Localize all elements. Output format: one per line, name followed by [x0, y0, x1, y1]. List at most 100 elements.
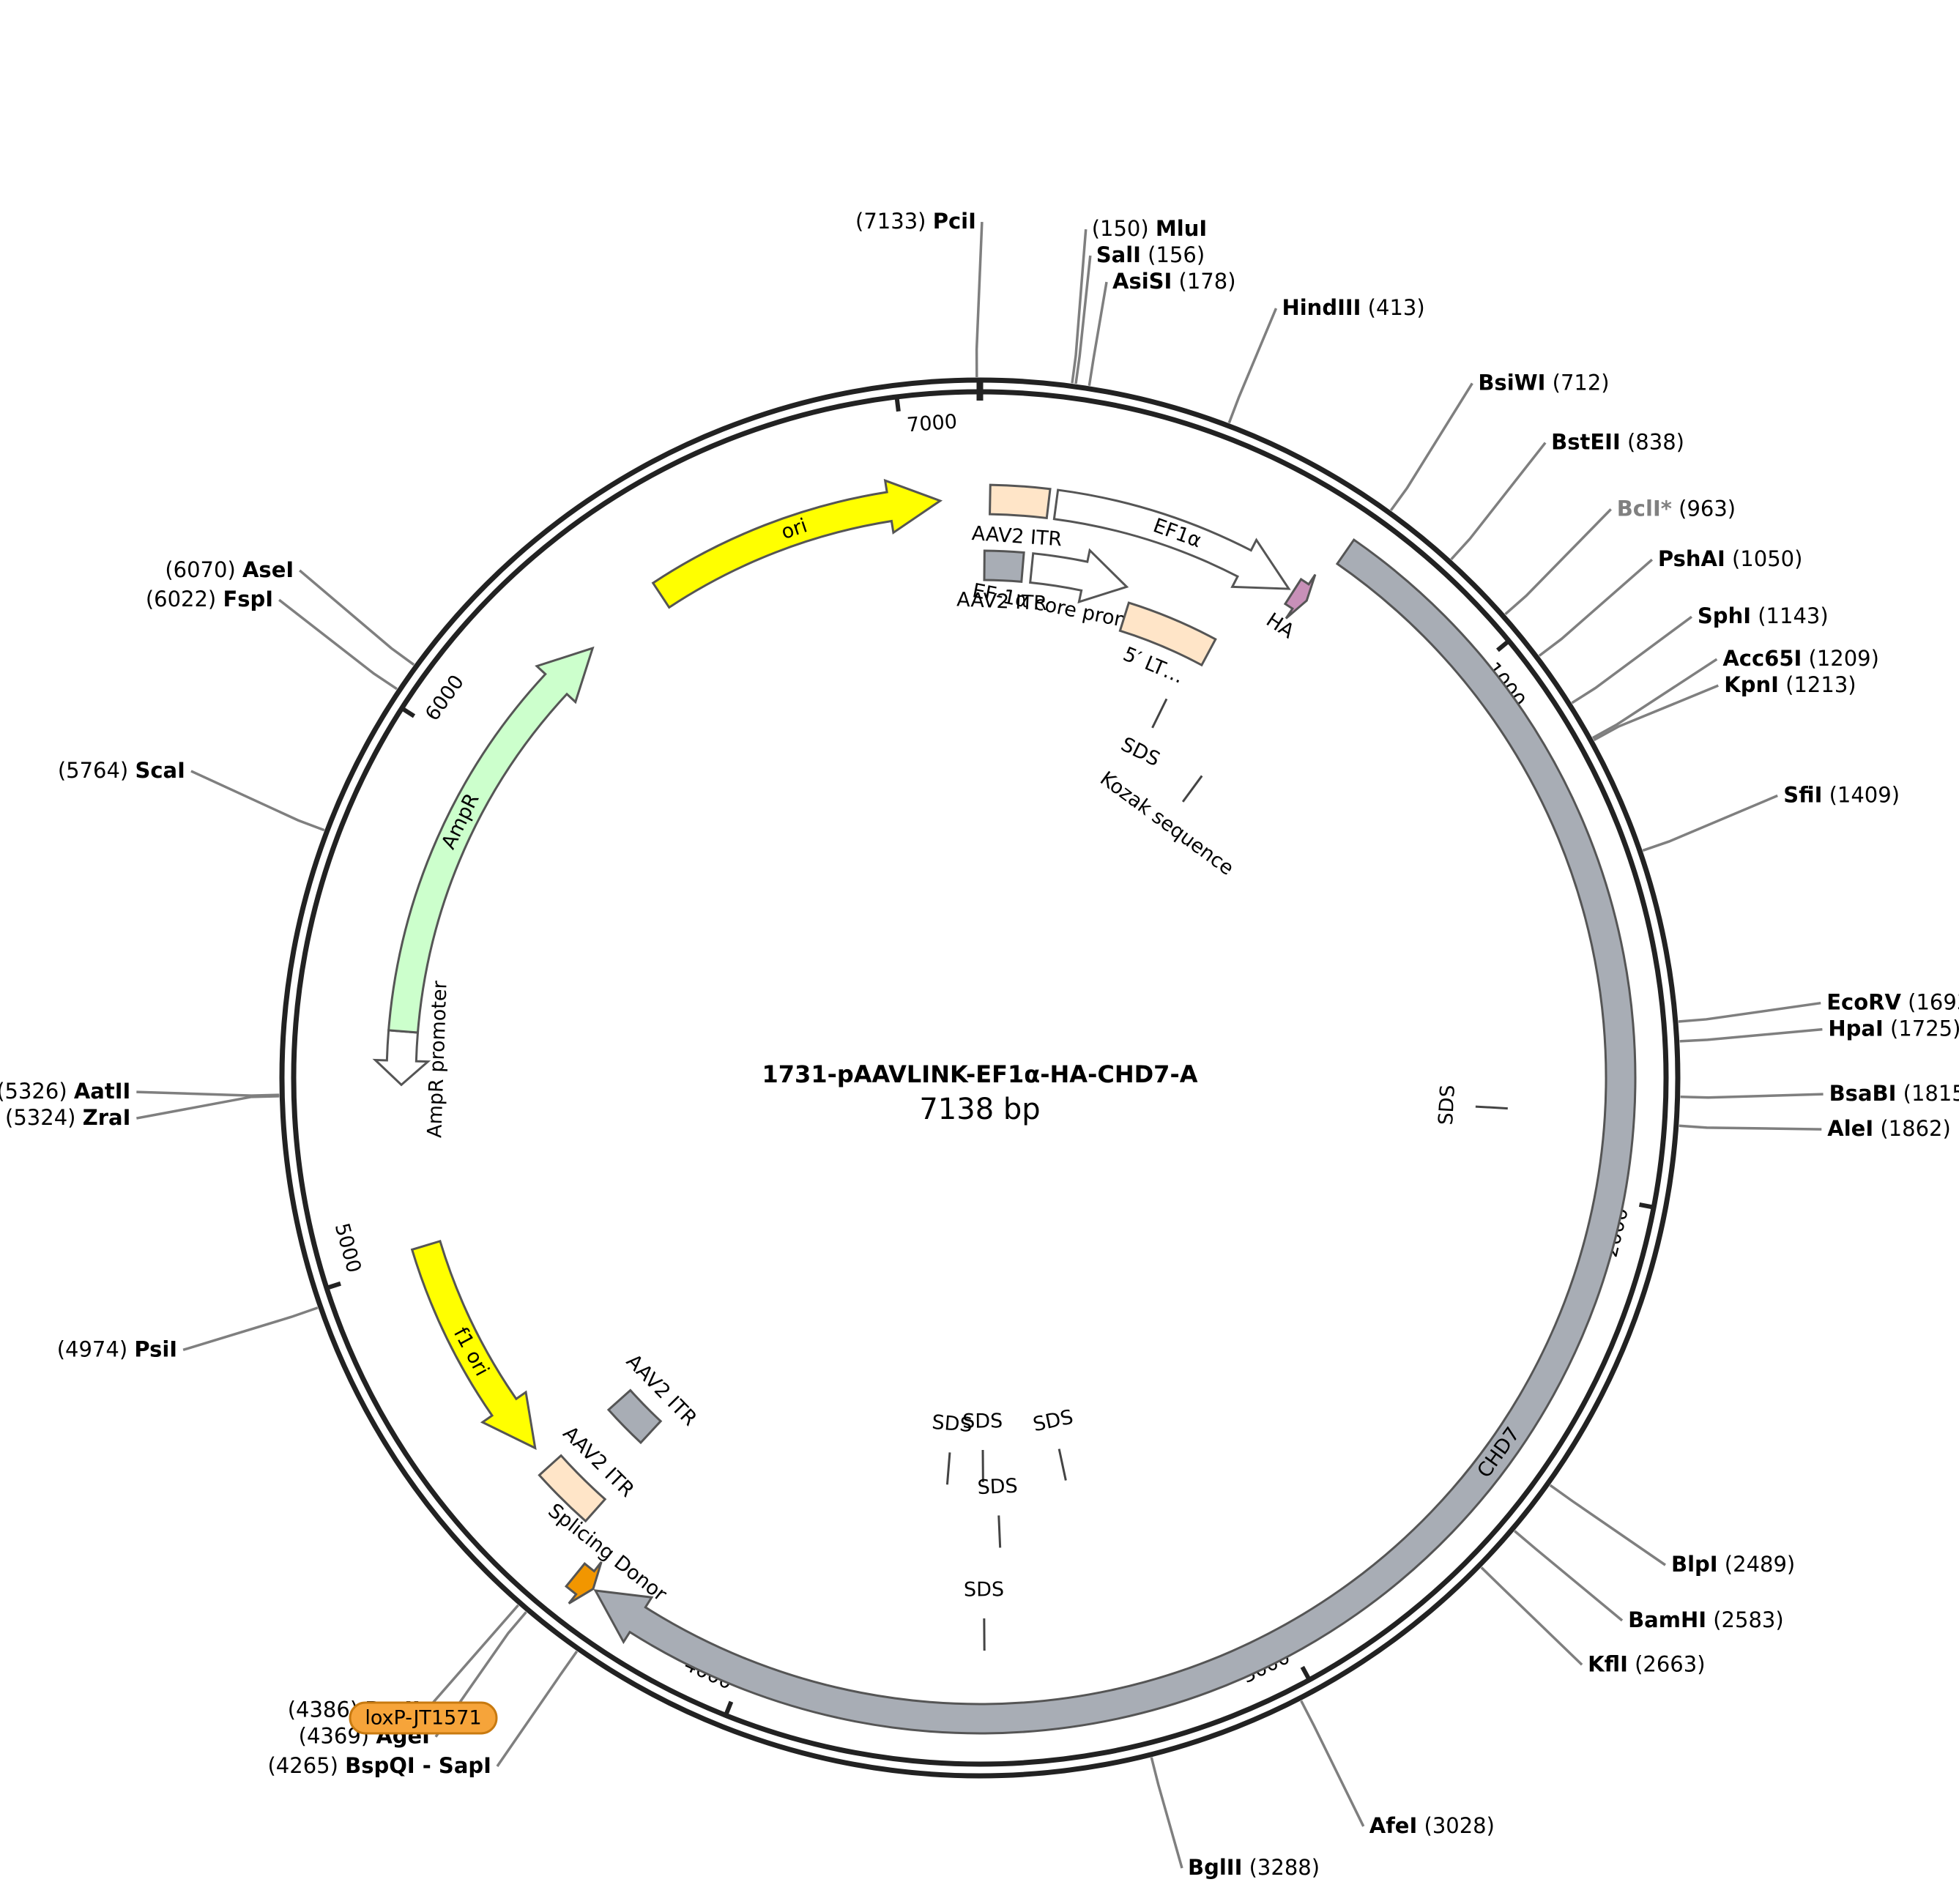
- site-label: Acc65I (1209): [1722, 646, 1879, 671]
- site-position: (1143): [1751, 603, 1829, 628]
- tick-mark: [894, 396, 901, 412]
- site-position: (178): [1172, 269, 1235, 294]
- site-name: BstEII: [1551, 430, 1621, 455]
- site-leader: [1074, 255, 1092, 384]
- tick-mark: [401, 706, 416, 718]
- feature-aav2-itr: AAV2 ITR: [971, 483, 1063, 551]
- site-position: (5324): [5, 1105, 83, 1130]
- site-label: HpaI (1725): [1828, 1016, 1959, 1041]
- site-zrai: (5324) ZraI: [5, 1095, 280, 1130]
- site-leader: [1593, 684, 1719, 742]
- site-name: ZraI: [83, 1105, 131, 1130]
- site-position: (4265): [267, 1753, 345, 1778]
- feature-arc: [372, 1029, 431, 1087]
- site-leader: [425, 1604, 519, 1711]
- site-asei: (6070) AseI: [165, 557, 415, 666]
- site-leader: [278, 598, 398, 691]
- tick-label: 7000: [906, 410, 958, 436]
- site-name: ScaI: [135, 758, 185, 783]
- feature-f1-ori: f1 ori: [410, 1239, 537, 1450]
- site-name: PsiI: [134, 1336, 177, 1361]
- site-leader: [1549, 1484, 1667, 1566]
- site-aatii: (5326) AatII: [0, 1079, 280, 1104]
- site-label: PshAI (1050): [1658, 546, 1803, 571]
- site-label: KflI (2663): [1588, 1651, 1705, 1676]
- site-label: (5324) ZraI: [5, 1105, 130, 1130]
- site-leader: [1571, 615, 1692, 704]
- mark-line: [1057, 1449, 1067, 1481]
- site-position: (1409): [1822, 783, 1900, 808]
- site-leader: [1642, 794, 1778, 852]
- site-position: (1050): [1725, 546, 1803, 571]
- feature-arc: [983, 549, 1025, 583]
- site-kpni: KpnI (1213): [1593, 672, 1856, 742]
- site-leader: [1679, 1027, 1823, 1043]
- site-label: (4974) PsiI: [57, 1336, 177, 1361]
- site-label: (6070) AseI: [165, 557, 294, 582]
- site-bsiwi: BsiWI (712): [1389, 370, 1610, 511]
- feature-arc: [1052, 488, 1291, 590]
- site-label: BsiWI (712): [1478, 370, 1609, 395]
- site-leader: [1227, 308, 1278, 424]
- site-tag-label: loxP-JT1571: [365, 1707, 481, 1730]
- site-position: (7133): [855, 209, 933, 234]
- site-label: (6022) FspI: [146, 587, 273, 611]
- site-name: BglII: [1188, 1855, 1242, 1880]
- site-position: (6022): [146, 587, 223, 611]
- site-position: (2489): [1718, 1552, 1796, 1577]
- feature-arc: [651, 478, 943, 609]
- site-leader: [975, 221, 984, 378]
- site-name: SphI: [1698, 603, 1751, 628]
- site-label: (7133) PciI: [855, 209, 976, 234]
- tick-mark: [326, 1281, 341, 1290]
- site-name: KflI: [1588, 1651, 1628, 1676]
- site-label: BstEII (838): [1551, 430, 1684, 455]
- site-name: BsiWI: [1478, 370, 1545, 395]
- site-kfli: KflI (2663): [1480, 1566, 1706, 1676]
- feature-arc: [387, 646, 595, 1034]
- site-leader: [1088, 281, 1108, 386]
- site-pshai: PshAI (1050): [1538, 546, 1803, 657]
- site-bglii: BglII (3288): [1150, 1757, 1320, 1880]
- site-name: SfiI: [1783, 783, 1822, 808]
- site-position: (1862): [1873, 1116, 1951, 1141]
- site-leader: [1504, 508, 1612, 616]
- site-name: Acc65I: [1722, 646, 1802, 671]
- feature-5-ltr: 5′ LT…: [1118, 601, 1217, 688]
- mark-label: Kozak sequence: [1096, 767, 1238, 880]
- site-leader: [1680, 1093, 1824, 1099]
- tick-mark: [1638, 1202, 1654, 1210]
- site-position: (5764): [58, 758, 135, 783]
- site-name: HpaI: [1828, 1016, 1883, 1041]
- site-leader: [182, 1306, 319, 1352]
- mark-label: SDS: [962, 1410, 1003, 1432]
- site-label: (5764) ScaI: [58, 758, 185, 783]
- mark-label: SDS: [1118, 733, 1164, 771]
- site-name: FspI: [223, 587, 273, 611]
- site-position: (712): [1545, 370, 1609, 395]
- site-name: BclI*: [1617, 496, 1672, 521]
- site-leader: [1679, 1124, 1822, 1131]
- mark-label: SDS: [977, 1475, 1018, 1499]
- site-leader: [1150, 1757, 1183, 1869]
- site-label: AleI (1862): [1827, 1116, 1951, 1141]
- feature-arc: [989, 483, 1052, 520]
- site-label: SalI (156): [1096, 242, 1205, 267]
- site-label: BsaBI (1815): [1829, 1081, 1959, 1106]
- site-position: (838): [1621, 430, 1684, 455]
- site-position: (4974): [57, 1336, 135, 1361]
- site-alei: AleI (1862): [1679, 1116, 1951, 1141]
- site-leader: [190, 770, 325, 832]
- site-position: (1209): [1802, 646, 1879, 671]
- mark-line: [945, 1452, 951, 1485]
- site-label: BlpI (2489): [1671, 1552, 1795, 1577]
- feature-label: AAV2 ITR: [971, 522, 1063, 551]
- site-blpi: BlpI (2489): [1549, 1484, 1795, 1577]
- site-hindiii: HindIII (413): [1227, 295, 1425, 424]
- site-label: (150) MluI: [1092, 216, 1207, 241]
- site-leader: [136, 1090, 280, 1097]
- site-name: BspQI - SapI: [345, 1753, 491, 1778]
- site-name: EcoRV: [1826, 990, 1901, 1015]
